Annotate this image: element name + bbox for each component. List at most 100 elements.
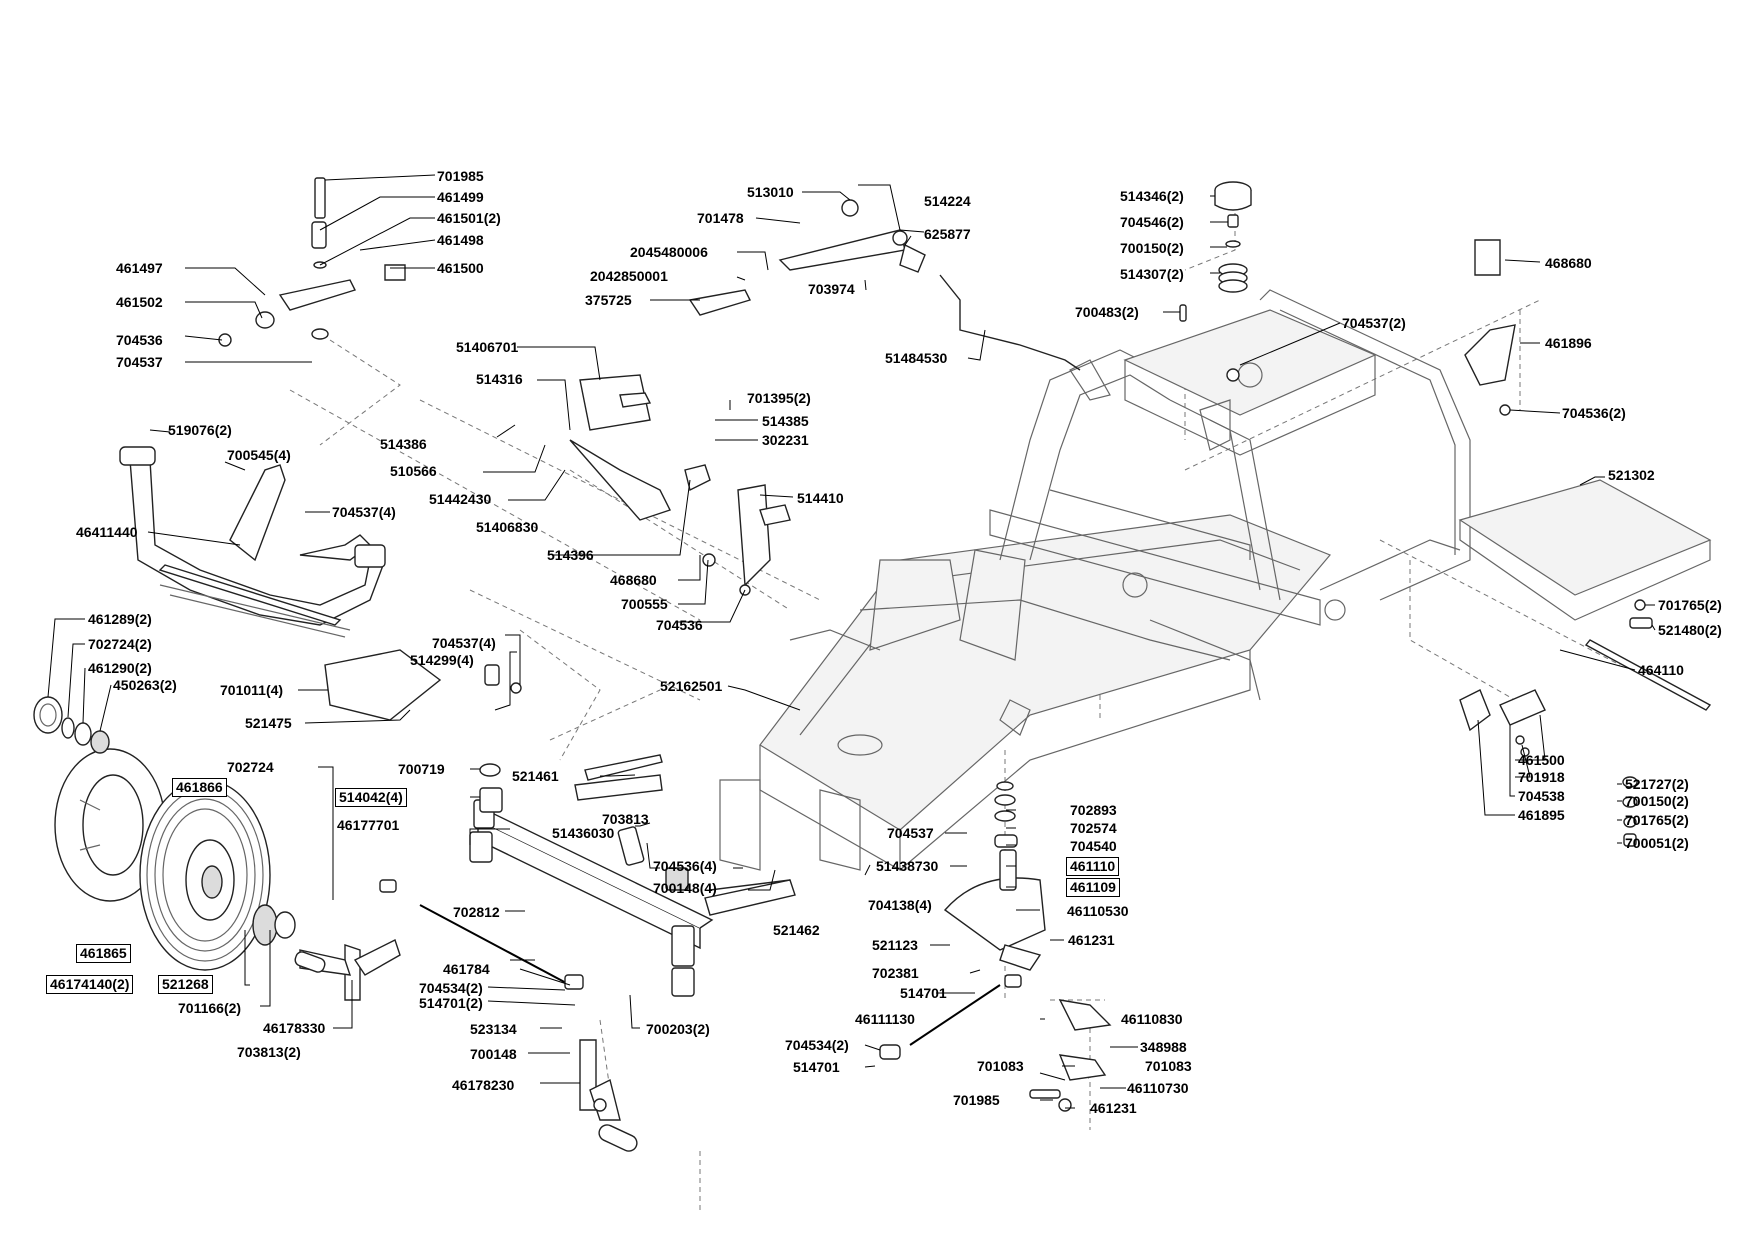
part-label-703813: 703813 — [602, 811, 649, 827]
part-label-514396: 514396 — [547, 547, 594, 563]
part-label-702381: 702381 — [872, 965, 919, 981]
part-label-461498: 461498 — [437, 232, 484, 248]
part-label-700555: 700555 — [621, 596, 668, 612]
part-label-461109: 461109 — [1066, 878, 1120, 897]
part-label-702893: 702893 — [1070, 802, 1117, 818]
part-label-461499: 461499 — [437, 189, 484, 205]
part-label-701985-b: 701985 — [953, 1092, 1000, 1108]
part-label-461110: 461110 — [1066, 857, 1120, 876]
part-label-700203: 700203(2) — [646, 1021, 710, 1037]
front-axle-assembly — [469, 787, 714, 997]
part-label-521475: 521475 — [245, 715, 292, 731]
linkage-parts — [218, 177, 1081, 891]
part-label-51406830: 51406830 — [476, 519, 539, 535]
part-label-461501: 461501(2) — [437, 210, 501, 226]
part-label-701478: 701478 — [697, 210, 744, 226]
part-label-510566: 510566 — [390, 463, 437, 479]
part-label-701395: 701395(2) — [747, 390, 811, 406]
part-label-461500-b: 461500 — [1518, 752, 1565, 768]
part-label-702724-2: 702724(2) — [88, 636, 152, 652]
steering-sector — [879, 781, 1112, 1112]
part-label-461500: 461500 — [437, 260, 484, 276]
part-label-348988: 348988 — [1140, 1039, 1187, 1055]
part-label-461896: 461896 — [1545, 335, 1592, 351]
part-label-514701: 514701 — [900, 985, 947, 1001]
part-label-521480: 521480(2) — [1658, 622, 1722, 638]
wheels — [33, 696, 296, 971]
part-label-46411440: 46411440 — [76, 524, 138, 540]
part-label-514385: 514385 — [762, 413, 809, 429]
part-label-519076: 519076(2) — [168, 422, 232, 438]
part-label-521462: 521462 — [773, 922, 820, 938]
part-label-700150: 700150(2) — [1120, 240, 1184, 256]
part-label-2045480006: 2045480006 — [630, 244, 708, 260]
part-label-704537-2: 704537(2) — [1342, 315, 1406, 331]
part-label-521461: 521461 — [512, 768, 559, 784]
part-label-704537: 704537 — [116, 354, 163, 370]
part-label-46178230: 46178230 — [452, 1077, 515, 1093]
part-label-701765-b: 701765(2) — [1625, 812, 1689, 828]
part-label-464110: 464110 — [1638, 662, 1684, 678]
part-label-461497: 461497 — [116, 260, 163, 276]
part-label-51438730: 51438730 — [876, 858, 939, 874]
part-label-46110730: 46110730 — [1127, 1080, 1189, 1096]
part-label-514224: 514224 — [924, 193, 971, 209]
part-label-700051: 700051(2) — [1625, 835, 1689, 851]
part-label-46110830: 46110830 — [1121, 1011, 1183, 1027]
part-label-704537-b: 704537 — [887, 825, 934, 841]
part-label-700148-4: 700148(4) — [653, 880, 717, 896]
front-bumper — [119, 446, 386, 638]
chassis-frame — [719, 289, 1471, 872]
part-label-514410: 514410 — [797, 490, 844, 506]
part-label-521727: 521727(2) — [1625, 776, 1689, 792]
part-label-514386: 514386 — [380, 436, 427, 452]
part-label-701166: 701166(2) — [178, 1000, 242, 1016]
part-label-700150-b: 700150(2) — [1625, 793, 1689, 809]
part-label-375725: 375725 — [585, 292, 632, 308]
part-label-701083: 701083 — [977, 1058, 1024, 1074]
part-label-701765: 701765(2) — [1658, 597, 1722, 613]
part-label-46177701: 46177701 — [337, 817, 400, 833]
part-label-514042: 514042(4) — [335, 788, 407, 807]
part-label-513010: 513010 — [747, 184, 794, 200]
part-label-461784: 461784 — [443, 961, 490, 977]
part-label-514701-2: 514701(2) — [419, 995, 483, 1011]
part-label-46178330: 46178330 — [263, 1020, 326, 1036]
part-label-702724: 702724 — [227, 759, 274, 775]
part-label-2042850001: 2042850001 — [590, 268, 668, 284]
part-label-704537-4: 704537(4) — [332, 504, 396, 520]
part-label-51484530: 51484530 — [885, 350, 948, 366]
leader-lines — [47, 174, 1656, 1109]
part-label-523134: 523134 — [470, 1021, 517, 1037]
part-label-701985: 701985 — [437, 168, 484, 184]
part-label-51406701: 51406701 — [456, 339, 519, 355]
part-label-701011: 701011(4) — [220, 682, 284, 698]
part-label-703974: 703974 — [808, 281, 855, 297]
part-label-461865: 461865 — [76, 944, 131, 963]
part-label-702574: 702574 — [1070, 820, 1117, 836]
part-label-46174140: 46174140(2) — [46, 975, 134, 994]
part-label-461895: 461895 — [1518, 807, 1565, 823]
part-label-704540: 704540 — [1070, 838, 1117, 854]
part-label-700483: 700483(2) — [1075, 304, 1139, 320]
part-label-302231: 302231 — [762, 432, 809, 448]
part-label-625877: 625877 — [924, 226, 971, 242]
part-label-704537-4b: 704537(4) — [432, 635, 496, 651]
part-label-51436030: 51436030 — [552, 825, 615, 841]
part-label-468680-b: 468680 — [1545, 255, 1592, 271]
part-label-703813-2: 703813(2) — [237, 1044, 301, 1060]
part-label-514701-b: 514701 — [793, 1059, 840, 1075]
part-label-450263: 450263(2) — [113, 677, 177, 693]
part-label-461231-b: 461231 — [1090, 1100, 1137, 1116]
part-label-704534-b: 704534(2) — [785, 1037, 849, 1053]
part-label-702812: 702812 — [453, 904, 500, 920]
spindles-and-tie-rods — [294, 754, 796, 1152]
part-label-704138: 704138(4) — [868, 897, 932, 913]
part-label-704546: 704546(2) — [1120, 214, 1184, 230]
part-label-461866: 461866 — [172, 778, 227, 797]
part-label-521123: 521123 — [872, 937, 918, 953]
part-label-51442430: 51442430 — [429, 491, 492, 507]
part-label-514307: 514307(2) — [1120, 266, 1184, 282]
part-label-461231: 461231 — [1068, 932, 1115, 948]
